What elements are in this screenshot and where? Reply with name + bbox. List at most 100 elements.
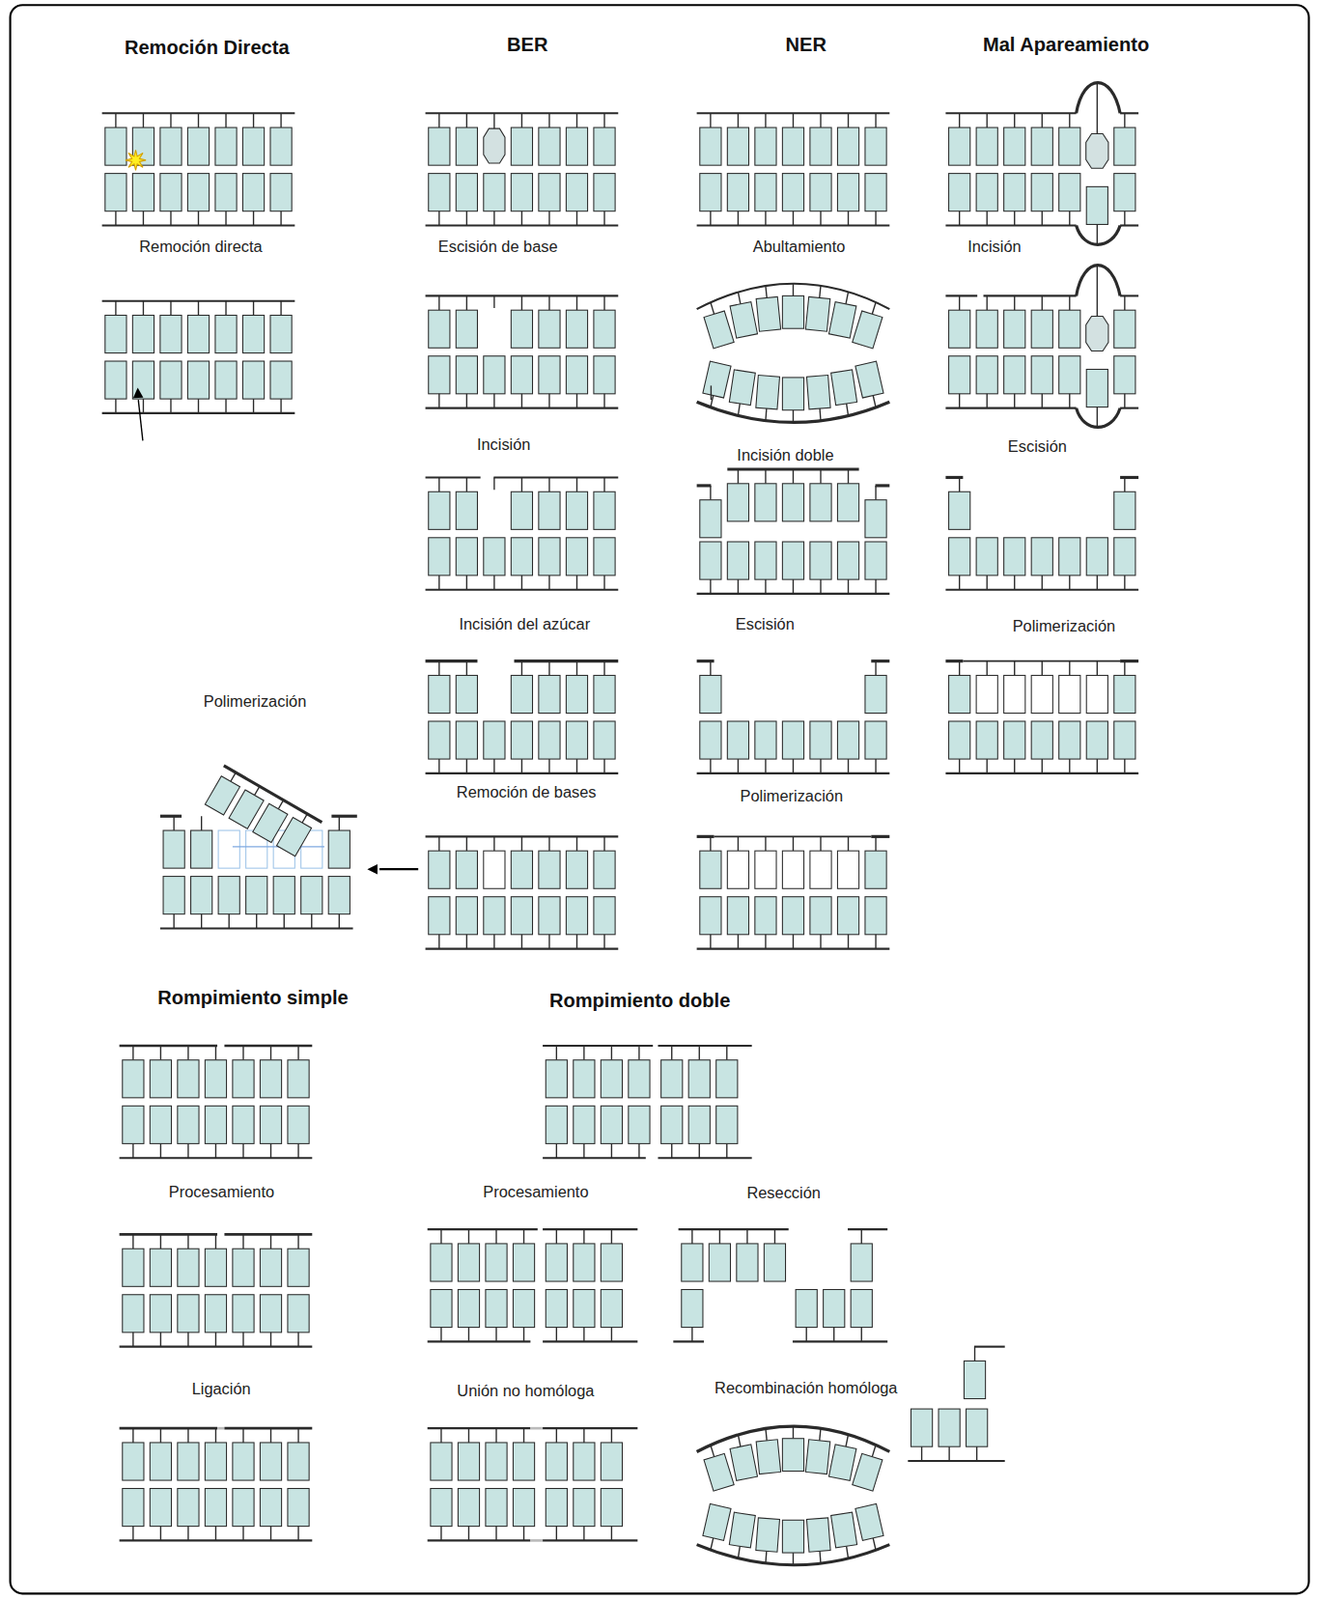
base-box [573, 1442, 595, 1481]
base-box [600, 1243, 622, 1282]
backbone-line [874, 211, 876, 226]
backbone-line [806, 1327, 808, 1343]
backbone-line [583, 1526, 585, 1542]
backbone-line [427, 1340, 532, 1343]
base-box [242, 314, 264, 353]
base-group [727, 369, 756, 418]
backbone-line [611, 1045, 613, 1061]
backbone-line [548, 836, 550, 851]
base-box [628, 1060, 650, 1098]
backbone-line [169, 301, 171, 316]
backbone-line [697, 835, 715, 839]
backbone-line [847, 934, 849, 950]
base-box [510, 850, 533, 889]
backbone-line [719, 1229, 721, 1244]
base-box [160, 127, 182, 166]
backbone-line [466, 758, 468, 774]
backbone-line [468, 1327, 470, 1343]
base-box [510, 721, 533, 759]
base-box [132, 361, 154, 399]
backbone-line [466, 661, 468, 676]
base-group [806, 1517, 832, 1565]
base-box [1031, 721, 1053, 759]
backbone-line [468, 1526, 470, 1542]
backbone-line [438, 295, 440, 310]
base-box [232, 1488, 254, 1527]
backbone-line [302, 813, 308, 823]
backbone-line [523, 1526, 525, 1542]
backbone-line [542, 1044, 653, 1047]
base-box [565, 850, 588, 889]
step-label: Remoción directa [139, 237, 262, 257]
backbone-line [493, 295, 495, 309]
backbone-line [819, 469, 821, 484]
base-box [545, 1060, 567, 1098]
base-box [328, 830, 350, 869]
backbone-line [958, 476, 960, 492]
backbone-line [280, 211, 281, 226]
backbone-line [172, 815, 174, 831]
backbone-line [576, 836, 578, 851]
base-box [455, 309, 477, 348]
base-box [428, 850, 450, 889]
backbone-line [270, 1045, 272, 1061]
base-box [428, 537, 450, 576]
backbone-line [169, 398, 171, 414]
backbone-line [1120, 476, 1139, 479]
backbone-line [1120, 294, 1139, 297]
backbone-line [427, 1228, 538, 1231]
base-box [177, 1248, 199, 1287]
base-group [782, 283, 804, 329]
base-box [966, 1408, 988, 1447]
damaged-base [1086, 133, 1109, 169]
backbone-line [1120, 407, 1139, 410]
base-box [485, 1288, 507, 1327]
step-label: Escisión [735, 615, 795, 635]
base-box [729, 1444, 757, 1482]
backbone-line [709, 934, 711, 950]
base-box [510, 674, 533, 713]
backbone-line [871, 302, 876, 314]
base-box [573, 1105, 595, 1144]
backbone-line [1068, 393, 1070, 409]
backbone-line [1123, 575, 1125, 590]
base-box [455, 127, 477, 166]
backbone-line [1096, 84, 1098, 135]
base-box [729, 302, 757, 339]
base-box [538, 850, 561, 889]
base-box [565, 674, 588, 713]
backbone-line [142, 112, 144, 128]
backbone-line [224, 301, 226, 316]
backbone-line [1096, 758, 1098, 774]
base-box [763, 1243, 785, 1282]
backbone-line [874, 579, 876, 594]
backbone-line [160, 1526, 162, 1542]
base-box [865, 500, 887, 538]
base-box [810, 850, 832, 889]
backbone-line [495, 1428, 497, 1443]
backbone-line [514, 659, 619, 663]
base-group [782, 1426, 804, 1471]
base-box [287, 1060, 309, 1098]
base-box [938, 1408, 960, 1447]
base-box [700, 850, 722, 889]
base-box [593, 309, 616, 348]
backbone-line [425, 659, 478, 663]
backbone-line [699, 1045, 701, 1061]
backbone-line [187, 1233, 189, 1249]
backbone-line [746, 1229, 748, 1244]
base-group [852, 299, 887, 349]
backbone-line [847, 1228, 888, 1231]
base-box [976, 721, 998, 759]
base-box [204, 1105, 226, 1144]
base-box [600, 1488, 622, 1527]
backbone-line [132, 1045, 134, 1061]
backbone-line [187, 1143, 189, 1158]
backbone-line [1041, 758, 1043, 774]
backbone-line [697, 483, 712, 487]
base-box [259, 1442, 281, 1481]
backbone-line [792, 112, 794, 128]
backbone-line [986, 393, 988, 409]
base-box [837, 721, 859, 759]
